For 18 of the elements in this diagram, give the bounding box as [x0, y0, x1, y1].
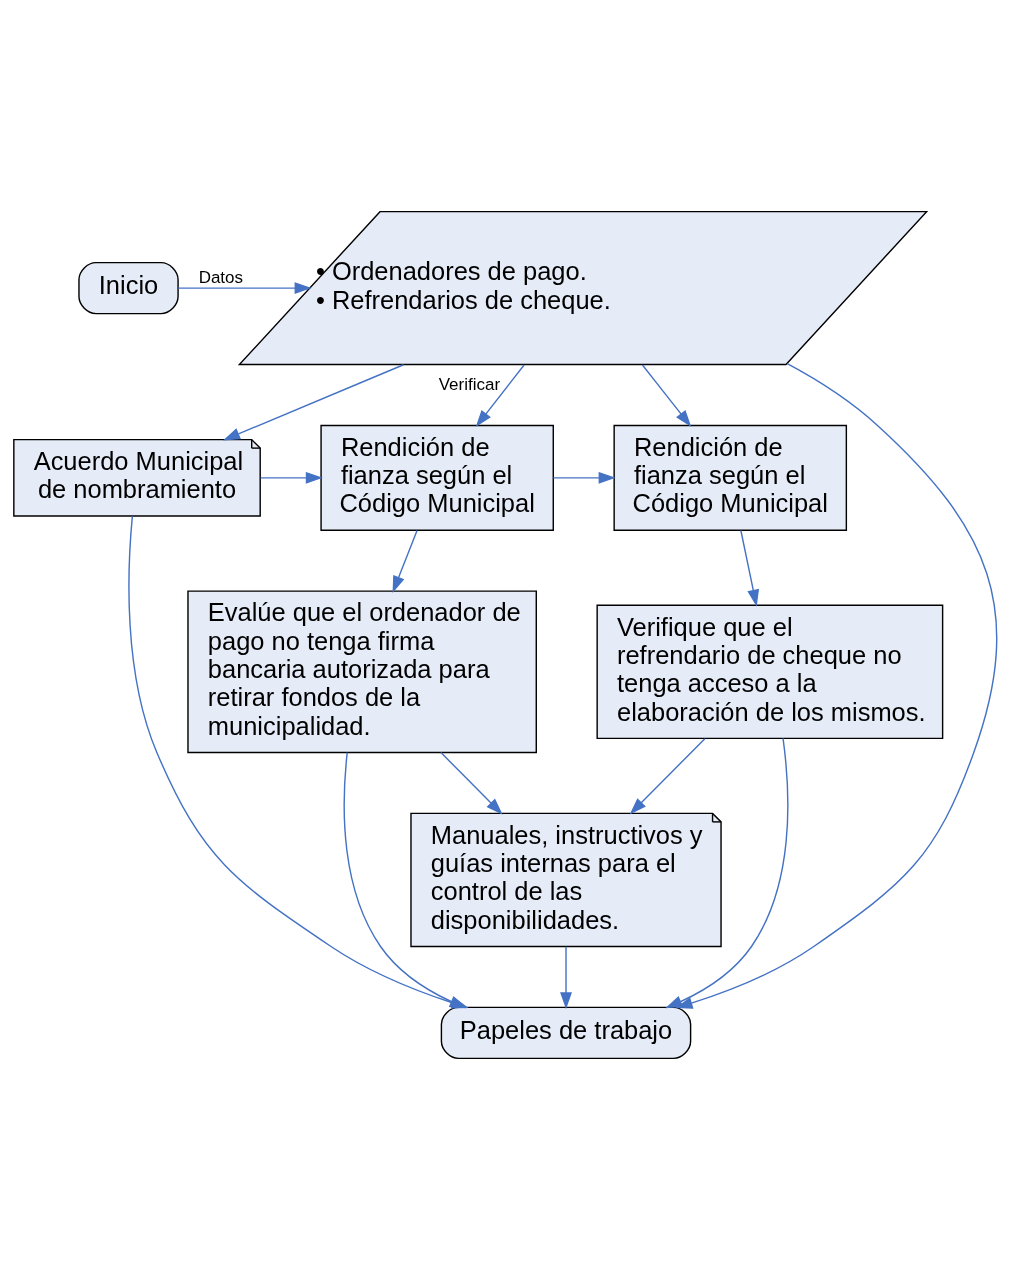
- arrow: [552, 471, 616, 484]
- arrow: [629, 738, 706, 815]
- arrow: [392, 529, 418, 593]
- node-box: Inicio: [78, 261, 179, 315]
- node-box: Evalúe que el ordenador de pago no tenga firma bancaria autorizada para retirar fondos de la municipalidad.: [187, 590, 537, 754]
- node-box: Rendición de fianza según el Código Municipal: [613, 424, 848, 531]
- arrow: [440, 751, 503, 815]
- arrow: [475, 364, 525, 427]
- node-box: Verifique que el refrendario de cheque no tenga acceso a la elaboración de los mismos.: [596, 604, 944, 740]
- arrow: [260, 471, 323, 484]
- arrow: [223, 364, 405, 441]
- node-box: Papeles de trabajo: [440, 1006, 692, 1060]
- node-box: Rendición de fianza según el Código Municipal: [320, 424, 554, 531]
- arrow: [560, 946, 572, 1010]
- arrow: [740, 529, 760, 607]
- arrow: [177, 282, 312, 295]
- arrow: [641, 364, 692, 427]
- edge-label: Verificar: [438, 375, 501, 395]
